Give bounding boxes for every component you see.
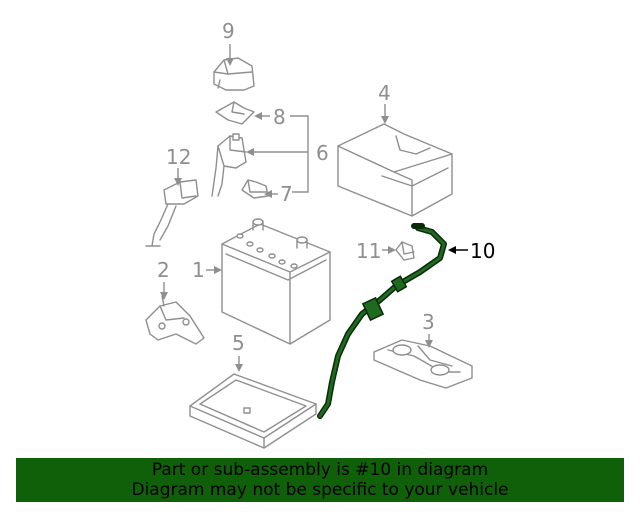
callout-6-label: 6 [316,141,329,165]
callout-5: 5 [232,331,245,372]
part-9-terminal-cover [213,57,255,91]
part-11-clip [395,241,415,261]
banner-line-2: Diagram may not be specific to your vehi… [131,480,509,500]
callout-10: 10 [448,239,495,263]
callout-12-label: 12 [166,145,191,169]
callout-1-label: 1 [192,258,205,282]
part-12-harness [145,179,199,247]
callout-12: 12 [166,145,191,186]
part-5-battery-tray [189,373,317,449]
parts-diagram: 9 8 6 7 12 4 1 2 11 [145,19,495,449]
part-4-battery-cover [337,123,453,217]
callout-4: 4 [378,81,391,124]
callout-2: 2 [157,258,170,300]
callout-2-label: 2 [157,258,170,282]
callout-10-label: 10 [470,239,495,263]
callout-1: 1 [192,258,222,282]
callout-8: 8 [254,105,309,193]
part-notice-banner: Part or sub-assembly is #10 in diagram D… [16,458,624,502]
part-7-terminal-clip [241,179,269,199]
callout-3-label: 3 [422,310,435,334]
part-8-bracket [215,101,255,125]
callout-8-label: 8 [273,105,286,129]
callout-6: 6 [246,141,329,165]
part-2-hold-down [145,295,205,345]
callout-9-label: 9 [222,19,235,43]
banner-line-1: Part or sub-assembly is #10 in diagram [151,460,489,480]
callout-7: 7 [264,182,293,206]
part-6-fuse-block [211,133,247,197]
part-1-battery [221,218,331,345]
part-3-tray-support [373,339,473,389]
callout-4-label: 4 [378,81,391,105]
callout-11: 11 [356,239,396,263]
callout-3: 3 [422,310,435,348]
callout-7-label: 7 [280,182,293,206]
callout-9: 9 [222,19,235,66]
callout-5-label: 5 [232,331,245,355]
callout-11-label: 11 [356,239,381,263]
part-10-battery-cable [317,223,447,419]
